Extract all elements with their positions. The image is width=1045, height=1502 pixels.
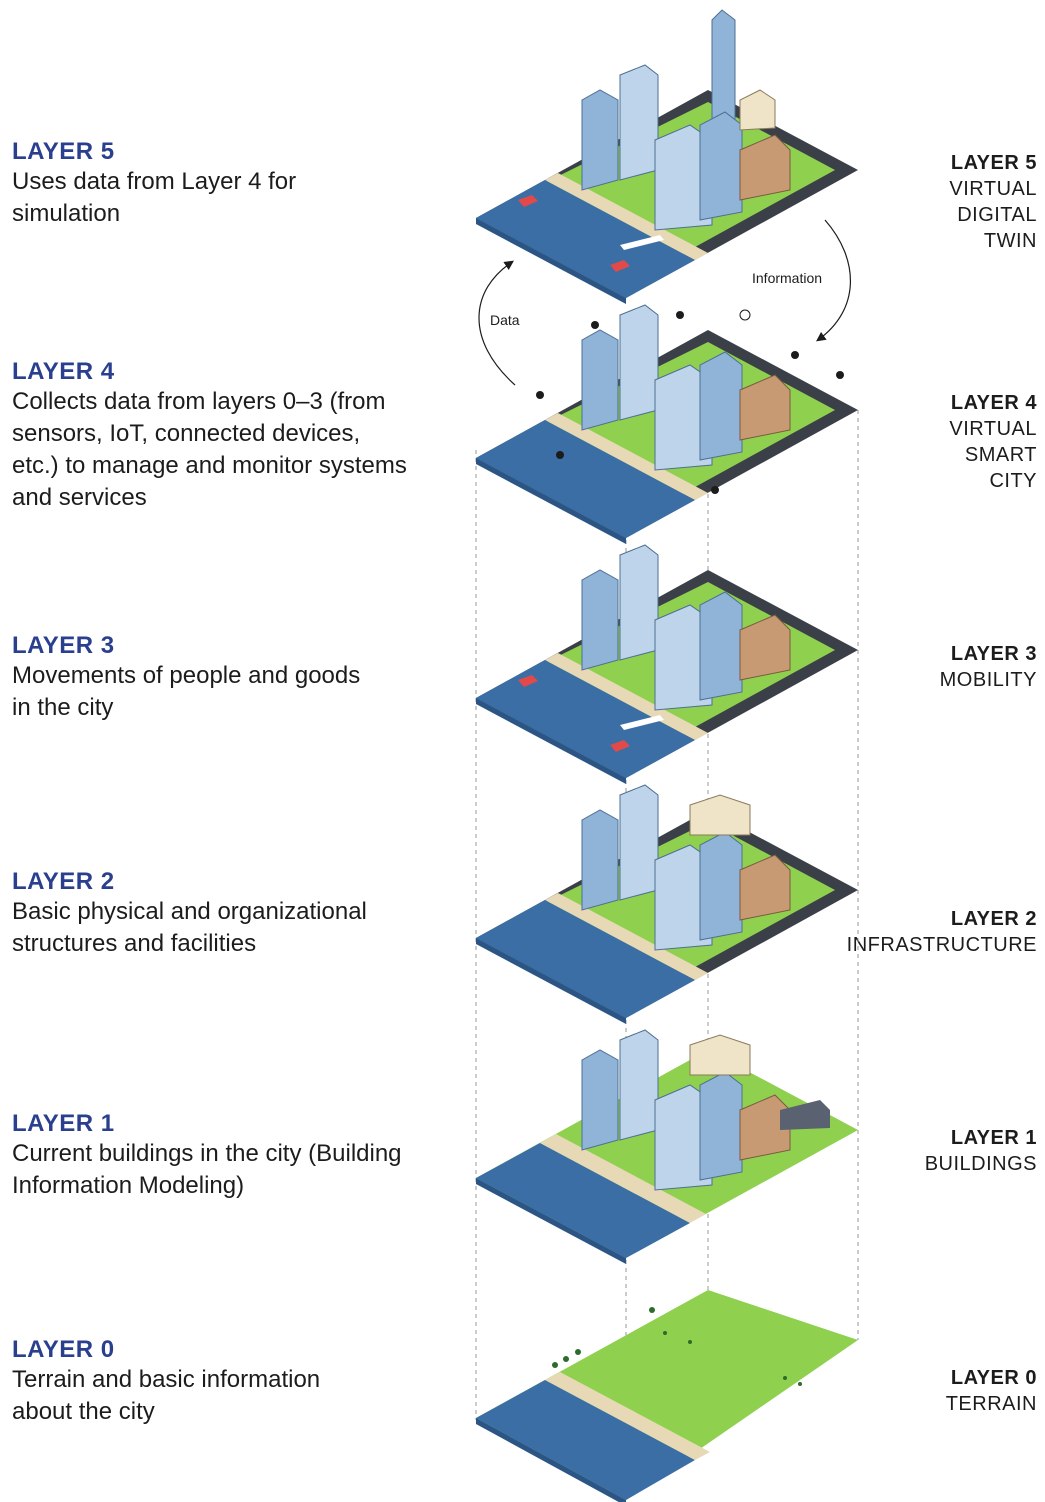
data-flow-arrow xyxy=(478,260,516,386)
layer-0-title: LAYER 0 xyxy=(12,1336,115,1363)
layer-5-label: LAYER 5 VIRTUAL DIGITAL TWIN xyxy=(817,150,1037,254)
layer-2-description: Basic physical and organizational struct… xyxy=(12,898,367,957)
vehicles xyxy=(518,195,664,272)
layer-3-right-title: LAYER 3 xyxy=(950,643,1037,665)
buildings xyxy=(581,544,791,711)
layer-1-buildings-slab xyxy=(476,1029,858,1264)
layer-2-description-block: LAYER 2 Basic physical and organizationa… xyxy=(12,868,452,960)
layer-4-description-block: LAYER 4 Collects data from layers 0–3 (f… xyxy=(12,358,452,514)
layer-3-label: LAYER 3 MOBILITY xyxy=(817,641,1037,693)
layer-4-title: LAYER 4 xyxy=(12,358,115,385)
information-flow-arrow xyxy=(816,219,852,342)
layer-5-name-line: DIGITAL xyxy=(957,204,1037,226)
layer-4-smart-city-slab xyxy=(476,304,858,544)
layer-5-description-block: LAYER 5 Uses data from Layer 4 for simul… xyxy=(12,138,452,230)
layer-1-label: LAYER 1 BUILDINGS xyxy=(817,1125,1037,1177)
layer-5-right-title: LAYER 5 xyxy=(950,152,1037,174)
layer-5-description: Uses data from Layer 4 for simulation xyxy=(12,168,297,227)
layer-2-infrastructure-slab xyxy=(476,784,858,1024)
layer-4-label: LAYER 4 VIRTUAL SMART CITY xyxy=(817,390,1037,494)
layer-5-title: LAYER 5 xyxy=(12,138,115,165)
layer-0-name-line: TERRAIN xyxy=(945,1393,1037,1415)
layer-3-mobility-slab xyxy=(476,544,858,784)
layer-0-label: LAYER 0 TERRAIN xyxy=(817,1365,1037,1417)
layer-3-description: Movements of people and goods in the cit… xyxy=(12,662,361,721)
layer-4-name-line: SMART xyxy=(964,444,1037,466)
layer-4-name-line: CITY xyxy=(989,470,1037,492)
buildings xyxy=(581,9,791,231)
layer-4-right-title: LAYER 4 xyxy=(950,392,1037,414)
layer-5-name-line: TWIN xyxy=(983,230,1037,252)
buildings xyxy=(581,784,791,951)
layer-1-description: Current buildings in the city (Building … xyxy=(12,1140,402,1199)
layer-1-title: LAYER 1 xyxy=(12,1110,115,1137)
layer-0-description: Terrain and basic information about the … xyxy=(12,1366,321,1425)
buildings xyxy=(581,1029,830,1191)
information-flow-label: Information xyxy=(752,270,822,286)
layer-0-description-block: LAYER 0 Terrain and basic information ab… xyxy=(12,1336,452,1428)
layer-2-title: LAYER 2 xyxy=(12,868,115,895)
buildings xyxy=(581,304,791,471)
layer-0-terrain-slab xyxy=(476,1290,858,1502)
layer-2-right-title: LAYER 2 xyxy=(950,908,1037,930)
layer-4-name-line: VIRTUAL xyxy=(949,418,1037,440)
sensor-icons xyxy=(536,309,844,494)
layer-3-title: LAYER 3 xyxy=(12,632,115,659)
layer-2-label: LAYER 2 INFRASTRUCTURE xyxy=(817,906,1037,958)
layer-1-name-line: BUILDINGS xyxy=(924,1153,1037,1175)
layer-0-right-title: LAYER 0 xyxy=(950,1367,1037,1389)
layer-1-right-title: LAYER 1 xyxy=(950,1127,1037,1149)
layer-5-name-line: VIRTUAL xyxy=(949,178,1037,200)
data-flow-label: Data xyxy=(490,312,520,328)
layer-5-digital-twin-slab xyxy=(476,9,858,304)
layer-4-description: Collects data from layers 0–3 (from sens… xyxy=(12,388,407,511)
layer-3-name-line: MOBILITY xyxy=(939,669,1037,691)
layer-3-description-block: LAYER 3 Movements of people and goods in… xyxy=(12,632,452,724)
layer-2-name-line: INFRASTRUCTURE xyxy=(846,934,1037,956)
vehicles xyxy=(518,675,664,752)
layer-1-description-block: LAYER 1 Current buildings in the city (B… xyxy=(12,1110,452,1202)
